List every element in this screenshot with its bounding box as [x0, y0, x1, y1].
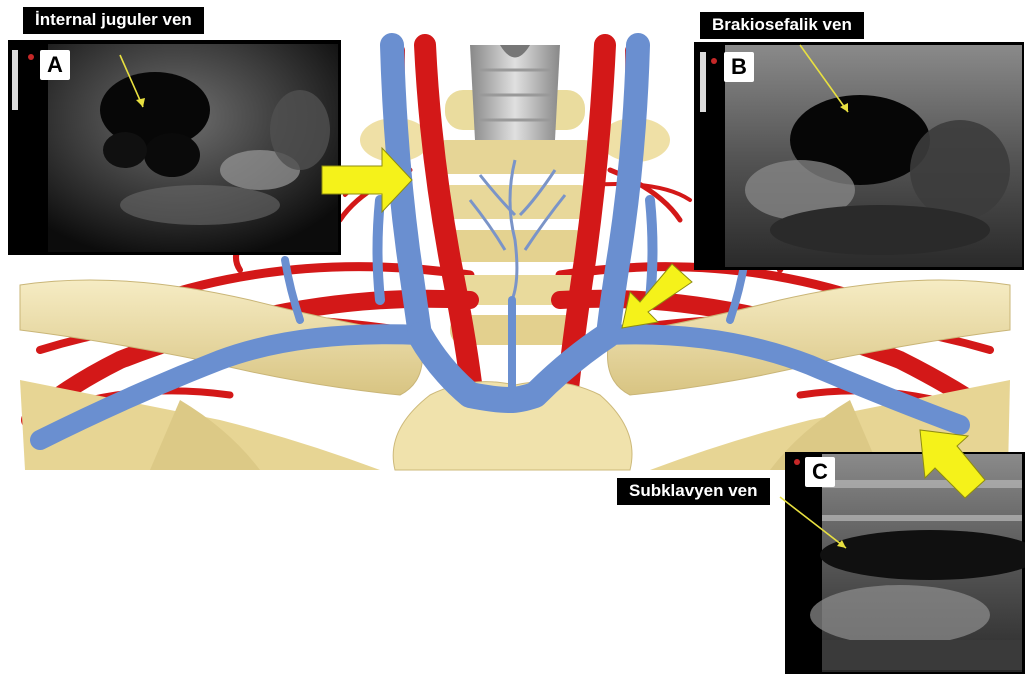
trachea	[470, 45, 560, 140]
panel-letter-a: A	[40, 50, 70, 80]
label-brachiocephalic-vein: Brakiosefalik ven	[700, 12, 864, 39]
panel-letter-c: C	[805, 457, 835, 487]
label-subclavian-vein: Subklavyen ven	[617, 478, 770, 505]
panel-letter-b: B	[724, 52, 754, 82]
label-internal-jugular-vein: İnternal juguler ven	[23, 7, 204, 34]
